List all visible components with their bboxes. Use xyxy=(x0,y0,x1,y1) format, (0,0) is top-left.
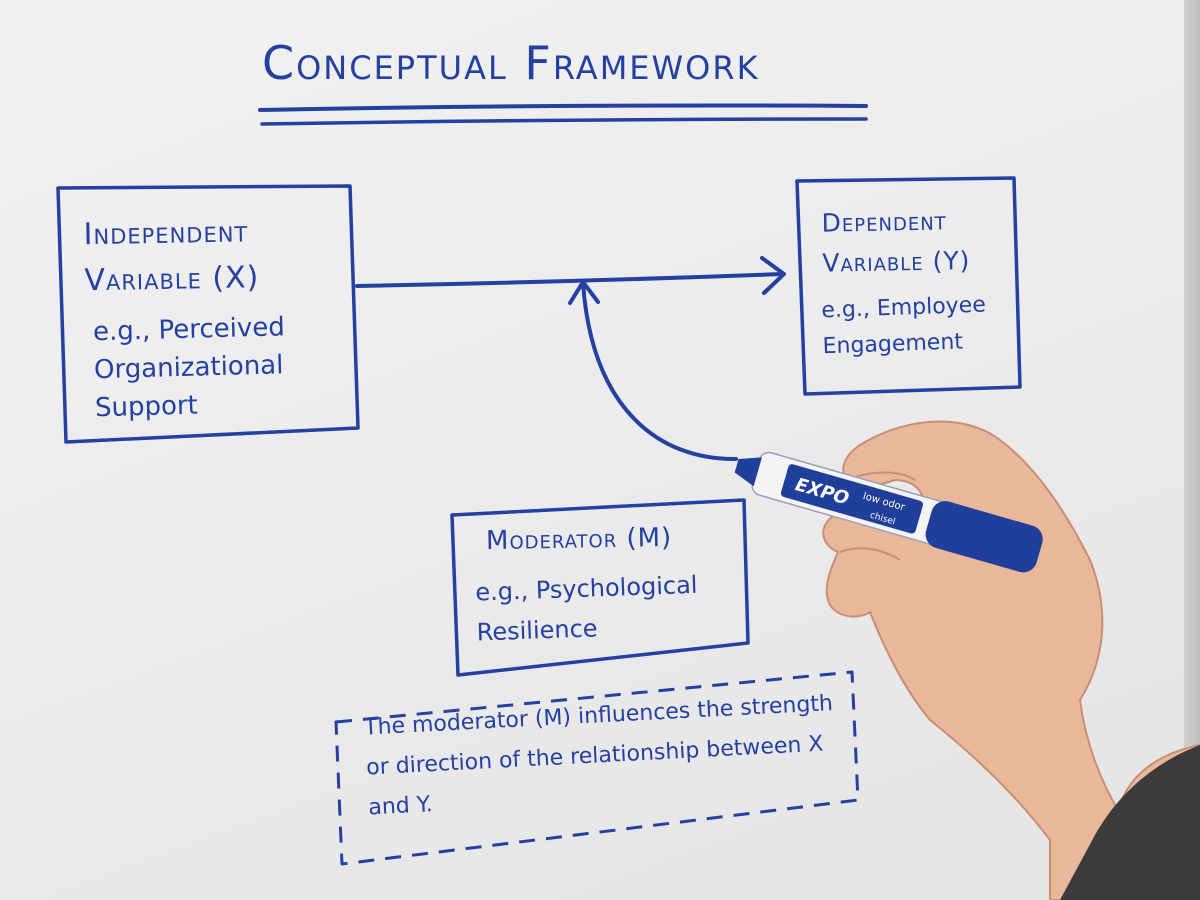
independent-variable-example: e.g., Perceived Organizational Support xyxy=(92,312,286,424)
title-underline-1 xyxy=(258,103,868,112)
diagram-title: Conceptual Framework xyxy=(262,36,760,90)
dependent-variable-label: Dependent Variable (Y) xyxy=(821,206,971,278)
whiteboard-frame xyxy=(1184,0,1200,900)
moderator-arrow-icon xyxy=(568,280,738,462)
title-underline-2 xyxy=(260,117,868,126)
arrow-icon xyxy=(355,256,786,295)
marker-icon: EXPO low odor chisel xyxy=(734,451,1043,573)
moderator-note: The moderator (M) influences the strengt… xyxy=(363,691,834,821)
dependent-variable-example: e.g., Employee Engagement xyxy=(820,292,987,360)
independent-box xyxy=(56,184,360,444)
moderator-box xyxy=(450,498,750,677)
moderator-example: e.g., Psychological Resilience xyxy=(474,570,698,647)
moderator-label: Moderator (M) xyxy=(485,522,673,557)
independent-variable-label: Independent Variable (X) xyxy=(83,214,260,299)
dependent-box xyxy=(795,176,1022,396)
